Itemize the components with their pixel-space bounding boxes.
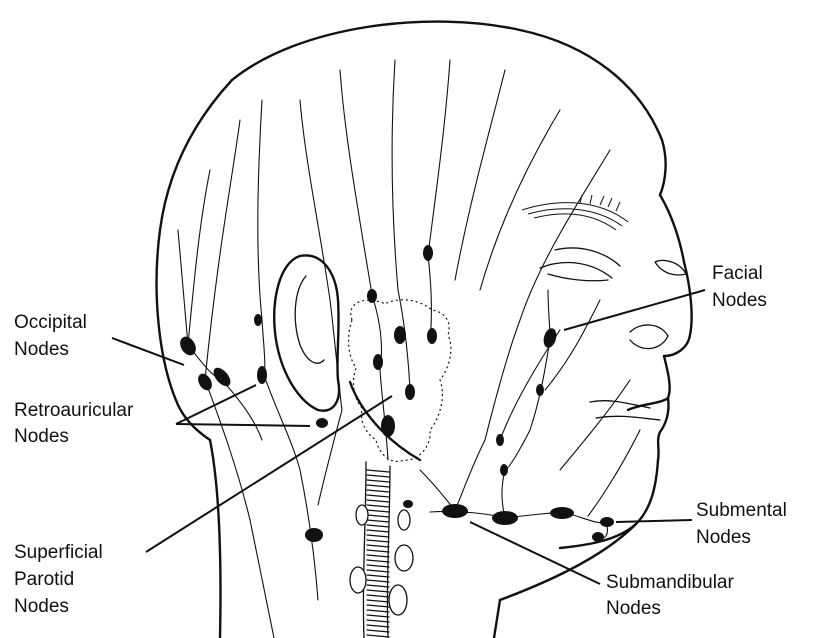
leader-submental bbox=[616, 520, 692, 522]
vessel-ridge bbox=[367, 480, 389, 482]
node-parotid-1 bbox=[367, 289, 377, 303]
leader-retroauricular-a bbox=[176, 385, 256, 424]
vessel-ridge bbox=[367, 485, 389, 487]
vessel-ridge bbox=[367, 550, 389, 552]
chin-jaw-outline bbox=[560, 460, 658, 548]
node-parotid-3 bbox=[394, 326, 406, 344]
node-parotid-7 bbox=[381, 415, 395, 437]
label-submandibular: Submandibular Nodes bbox=[606, 572, 739, 619]
vessel-ridge bbox=[367, 590, 389, 592]
leader-retroauricular-b bbox=[176, 424, 310, 426]
node-facial-3 bbox=[496, 434, 504, 446]
lymph-nodes bbox=[177, 245, 614, 542]
node-submental-1 bbox=[600, 517, 614, 527]
label-submental: Submental Nodes bbox=[696, 500, 792, 548]
node-retroauricular-2 bbox=[254, 314, 262, 326]
vessel-ridge bbox=[367, 545, 389, 547]
vessel-ridge bbox=[367, 555, 389, 557]
label-superficial-parotid: Superficial Parotid Nodes bbox=[14, 542, 108, 617]
vessel-ridge bbox=[367, 585, 389, 587]
node-submandibular-1 bbox=[442, 504, 468, 518]
leader-facial bbox=[564, 290, 705, 330]
nose-outline bbox=[664, 262, 692, 356]
node-parotid-6 bbox=[405, 384, 415, 400]
vessel-ridge bbox=[367, 580, 389, 582]
node-retroauricular-3 bbox=[316, 418, 328, 428]
vessel-ridge bbox=[367, 630, 389, 632]
node-submandibular-3 bbox=[550, 507, 574, 519]
vessel-ridge bbox=[367, 475, 389, 477]
vessel-ridge bbox=[367, 505, 389, 507]
neck-back-outline bbox=[210, 440, 221, 638]
node-facial-2 bbox=[536, 384, 544, 396]
parotid-gland bbox=[349, 300, 451, 462]
vessel-ridge bbox=[367, 620, 389, 622]
node-submandibular-2 bbox=[492, 511, 518, 525]
vessel-ridge bbox=[367, 525, 389, 527]
node-occipital-3 bbox=[210, 365, 233, 390]
vessel-ridge bbox=[367, 500, 389, 502]
leader-submandibular bbox=[470, 522, 600, 584]
node-parotid-5 bbox=[373, 354, 383, 370]
node-neck-1 bbox=[305, 528, 323, 542]
node-neck-2 bbox=[403, 500, 413, 508]
vessel-ridge bbox=[367, 565, 389, 567]
leader-occipital bbox=[112, 338, 184, 365]
vessel-ridge bbox=[367, 530, 389, 532]
node-parotid-4 bbox=[427, 328, 437, 344]
node-submental-2 bbox=[592, 532, 604, 542]
vessel-ridge bbox=[367, 610, 389, 612]
vessel-ridge bbox=[367, 570, 389, 572]
node-facial-1 bbox=[542, 327, 559, 349]
head-illustration bbox=[157, 22, 692, 638]
vessel-ridge bbox=[367, 490, 389, 492]
head-outline bbox=[232, 22, 666, 195]
vessel-ridge bbox=[367, 520, 389, 522]
label-occipital: Occipital Nodes bbox=[14, 312, 92, 360]
vessel-ridge bbox=[367, 560, 389, 562]
internal-jugular-vessel bbox=[363, 462, 390, 638]
vessel-ridge bbox=[367, 515, 389, 517]
vessel-ridge bbox=[367, 470, 389, 472]
label-facial: Facial Nodes bbox=[712, 263, 768, 311]
vessel-ridge bbox=[367, 510, 389, 512]
leader-superficial-parotid bbox=[146, 396, 392, 552]
neck-front-outline bbox=[494, 600, 500, 638]
eyebrow bbox=[522, 195, 628, 230]
vessel-ridge bbox=[367, 600, 389, 602]
node-occipital-2 bbox=[195, 371, 214, 393]
vessel-ridge bbox=[367, 615, 389, 617]
mouth bbox=[628, 356, 670, 410]
label-retroauricular: Retroauricular Nodes bbox=[14, 400, 139, 447]
vessel-ridge bbox=[367, 595, 389, 597]
vessel-ridge bbox=[367, 495, 389, 497]
node-retroauricular-1 bbox=[257, 366, 267, 384]
vessel-ridge bbox=[367, 575, 389, 577]
ear bbox=[274, 255, 339, 410]
vessel-ridge bbox=[367, 535, 389, 537]
forehead-outline bbox=[660, 195, 684, 262]
back-of-head-outline bbox=[157, 80, 232, 440]
vessel-ridge bbox=[367, 625, 389, 627]
vessel-ridge bbox=[367, 635, 389, 637]
vessel-ridge bbox=[367, 605, 389, 607]
node-facial-4 bbox=[500, 464, 508, 476]
vessel-ridge bbox=[367, 540, 389, 542]
node-parotid-2 bbox=[423, 245, 433, 261]
eye bbox=[540, 263, 612, 281]
